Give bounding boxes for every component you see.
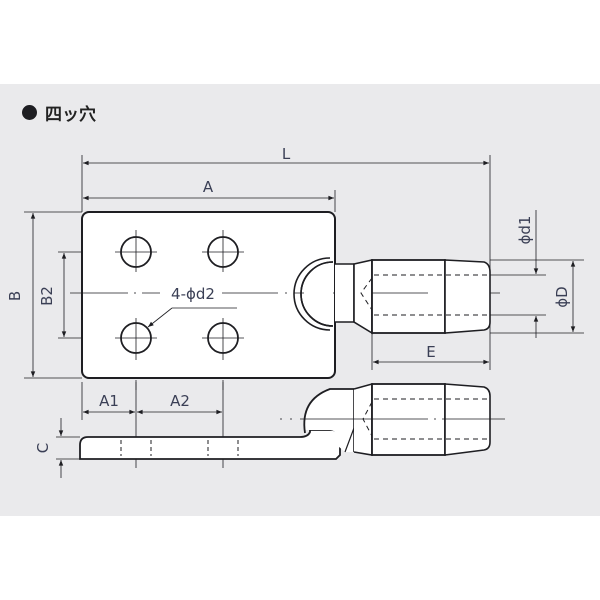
label-A: A: [203, 178, 214, 196]
plate-side-view: [79, 429, 341, 460]
bullet-icon: [22, 105, 37, 120]
label-d1: ϕd1: [516, 216, 534, 245]
label-E: E: [426, 343, 435, 361]
label-C: C: [34, 443, 52, 453]
label-A2: A2: [170, 392, 190, 410]
label-hole-note: 4-ϕd2: [171, 285, 215, 303]
section-title-text: 四ッ穴: [45, 105, 96, 125]
barrel-sleeve: [371, 259, 446, 334]
label-A1: A1: [99, 392, 119, 410]
label-B: B: [6, 291, 24, 301]
label-D: ϕD: [553, 286, 571, 307]
label-B2: B2: [38, 286, 56, 306]
section-title: 四ッ穴: [22, 100, 96, 125]
barrel-end: [444, 259, 491, 334]
barrel-side-view: [371, 383, 446, 456]
label-L: L: [282, 145, 291, 163]
